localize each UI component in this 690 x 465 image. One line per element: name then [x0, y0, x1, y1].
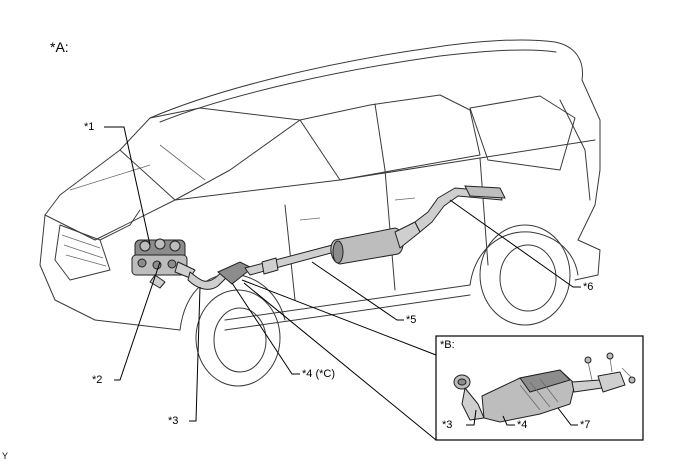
exhaust-manifold — [131, 238, 196, 289]
callout-2: *2 — [92, 374, 103, 386]
callout-6: *6 — [583, 281, 594, 293]
detail-callout-3: *3 — [442, 419, 453, 431]
vehicle-outline — [39, 39, 601, 387]
detail-leader-lines — [466, 407, 578, 426]
center-exhaust-pipe — [244, 242, 343, 276]
detail-callout-4: *4 — [517, 419, 528, 431]
detail-catalytic-converter — [453, 352, 636, 423]
exhaust-system — [131, 185, 506, 290]
callout-3: *3 — [168, 415, 179, 427]
leader-lines — [104, 126, 581, 441]
callout-4: *4 (*C) — [302, 368, 336, 380]
detail-callout-7: *7 — [580, 419, 591, 431]
corner-mark: Y — [2, 451, 9, 461]
callout-5: *5 — [406, 314, 417, 326]
detail-label: *B: — [440, 339, 455, 351]
callout-1: *1 — [84, 121, 95, 133]
view-label: *A: — [50, 39, 69, 55]
